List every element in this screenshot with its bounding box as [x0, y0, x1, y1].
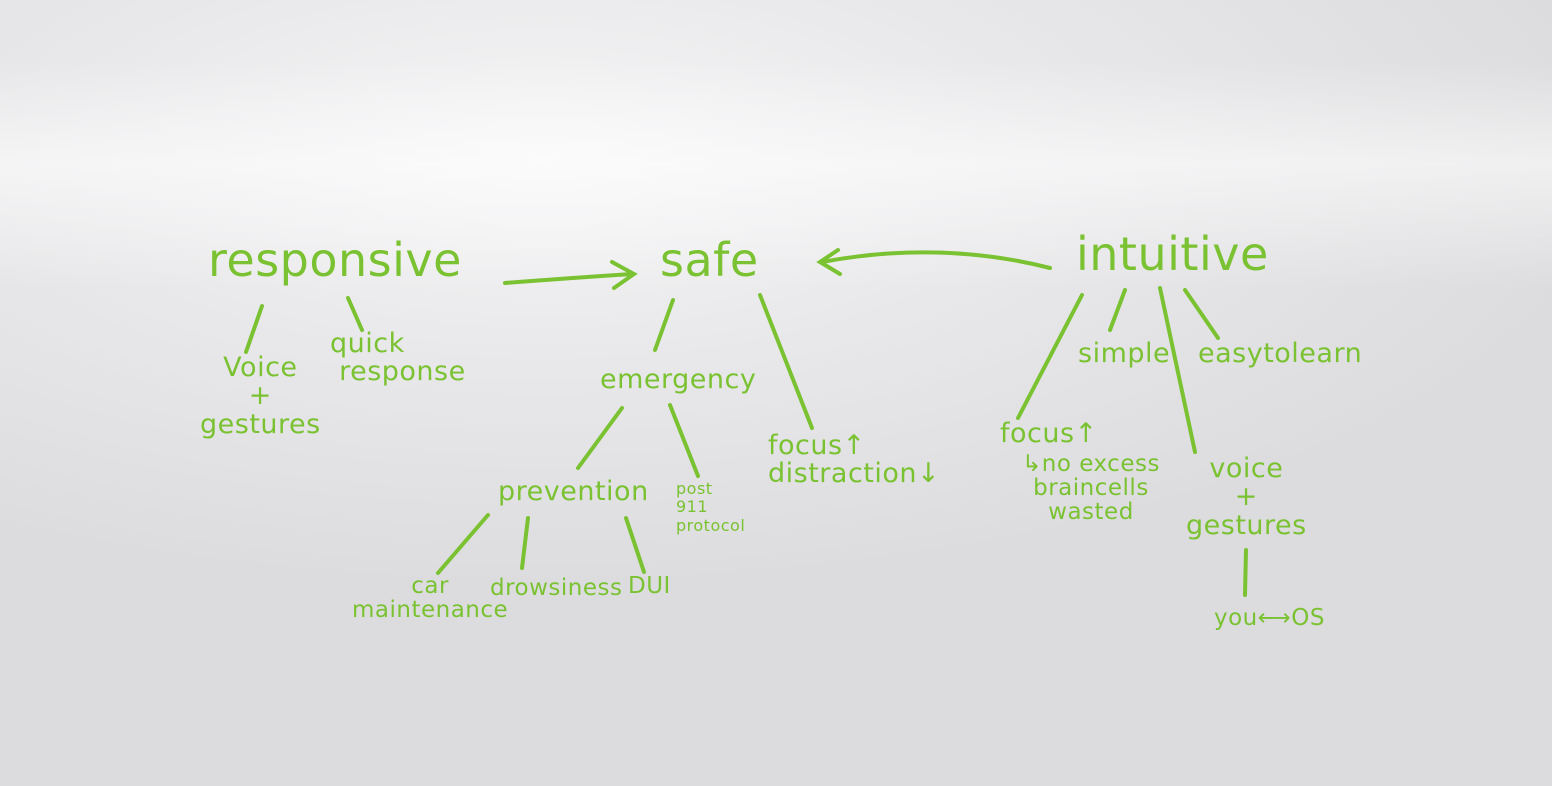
node-car-maintenance: car maintenance [352, 573, 509, 624]
node-responsive: responsive [208, 233, 462, 287]
line-prevention-car [436, 513, 490, 575]
line-intuitive-easy [1183, 288, 1220, 340]
line-responsive-voice [244, 304, 264, 354]
node-prevention: prevention [498, 476, 649, 507]
arrow-intuitive-to-safe [820, 250, 1052, 270]
line-intuitive-voice [1158, 286, 1197, 454]
node-post-911: post 911 protocol [676, 479, 746, 535]
line-prevention-drowsiness [520, 516, 530, 570]
line-intuitive-simple [1108, 288, 1127, 332]
node-focus-right: focus↑ [1000, 418, 1098, 449]
arrowhead-safe-left [610, 260, 638, 290]
node-no-excess: ↳no excess braincells wasted [1022, 451, 1160, 526]
node-voice-gestures-right: voice + gestures [1186, 453, 1307, 541]
line-emergency-post911 [668, 403, 700, 478]
node-quick-response: quick response [330, 328, 466, 388]
node-easy-to-learn: easytolearn [1198, 338, 1363, 369]
line-safe-focus [758, 293, 814, 430]
line-responsive-quick [346, 296, 364, 332]
arrowhead-safe-right [816, 248, 842, 276]
node-you-os: you⟷OS [1214, 605, 1325, 631]
node-intuitive: intuitive [1076, 227, 1269, 281]
line-intuitive-focus [1016, 293, 1084, 420]
node-emergency: emergency [600, 364, 757, 395]
node-simple: simple [1078, 338, 1171, 369]
line-prevention-dui [624, 516, 646, 574]
line-emergency-prevention [576, 406, 624, 470]
node-safe: safe [660, 233, 759, 287]
arrow-responsive-to-safe [503, 272, 634, 285]
node-dui: DUI [628, 573, 671, 599]
node-drowsiness: drowsiness [490, 575, 623, 601]
node-voice-gestures-left: Voice + gestures [200, 352, 321, 440]
node-focus-distraction: focus↑ distraction↓ [768, 430, 941, 490]
line-gestures-youos [1243, 548, 1248, 597]
line-safe-emergency [653, 298, 675, 352]
